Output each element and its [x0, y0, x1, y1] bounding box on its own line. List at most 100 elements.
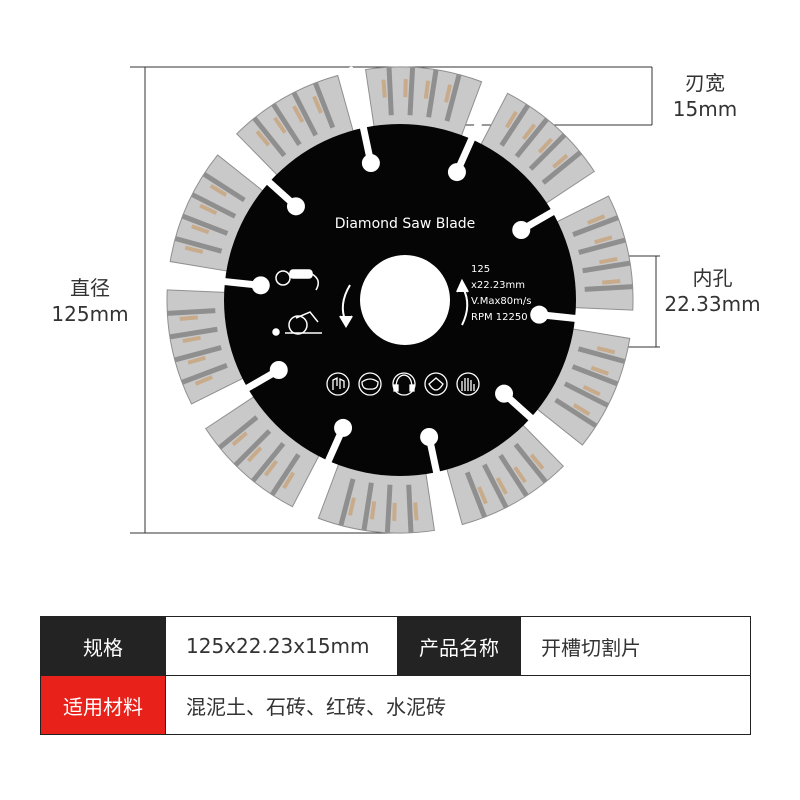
- segment-insert: [246, 446, 263, 463]
- segment-groove: [513, 442, 548, 484]
- segment-groove: [577, 346, 626, 364]
- segment-insert: [255, 130, 271, 147]
- gloves-safety-icon: [326, 372, 350, 396]
- spec-table: 规格 125x22.23x15mm 产品名称 开槽切割片 适用材料 混泥土、石砖…: [40, 616, 751, 735]
- segment-insert: [263, 459, 279, 477]
- segment-insert: [184, 245, 204, 254]
- cooling-hole: [251, 276, 270, 295]
- segment-groove: [181, 363, 228, 385]
- cooling-hole: [447, 163, 466, 182]
- segment-groove: [406, 484, 414, 533]
- rotation-arrow-icon: [456, 278, 469, 326]
- table-row: 适用材料 混泥土、石砖、红砖、水泥砖: [40, 675, 751, 735]
- segment-groove: [499, 103, 531, 147]
- goggles-safety-icon: [358, 372, 382, 396]
- cooling-slots: [162, 66, 638, 534]
- cooling-slot: [535, 311, 638, 329]
- segment-groove: [426, 69, 439, 118]
- segment-groove: [407, 67, 416, 116]
- segment-insert: [423, 80, 431, 99]
- segment-groove: [338, 478, 356, 527]
- segment-groove: [271, 103, 302, 147]
- spec-value: 125x22.23x15mm: [165, 616, 398, 676]
- segment-insert: [273, 116, 287, 134]
- segment-groove: [174, 345, 222, 363]
- cooling-hole: [495, 384, 514, 403]
- mask-safety-icon: [424, 372, 448, 396]
- segment-insert: [381, 79, 387, 98]
- blade-spec-line: V.Max80m/s: [471, 296, 531, 307]
- product-name-header: 产品名称: [397, 616, 521, 676]
- segment-groove: [181, 213, 229, 236]
- blade-spec-line: RPM 12250: [471, 312, 528, 323]
- segment-groove: [554, 397, 598, 428]
- blade-title: Diamond Saw Blade: [335, 216, 476, 232]
- angle-grinder-icon: [275, 269, 319, 291]
- circular-saw-icon: [272, 311, 322, 336]
- diameter-value: 125mm: [51, 302, 129, 326]
- segment-groove: [571, 364, 619, 387]
- segment-groove: [584, 284, 633, 292]
- segment-insert: [179, 315, 198, 321]
- blade-spec-text: 125 x22.23mm V.Max80m/s RPM 12250: [471, 264, 531, 323]
- segment-groove: [582, 260, 631, 274]
- segment-insert: [282, 471, 296, 490]
- bore-label: 内孔: [692, 266, 733, 290]
- segment-insert: [587, 214, 606, 225]
- material-value: 混泥土、石砖、红砖、水泥砖: [165, 675, 751, 735]
- segment-groove: [313, 82, 336, 129]
- table-row: 规格 125x22.23x15mm 产品名称 开槽切割片: [40, 616, 751, 676]
- cooling-slot: [221, 139, 300, 210]
- blade-segments: [166, 66, 634, 534]
- blade-width-value: 15mm: [672, 97, 738, 121]
- segment-insert: [521, 123, 537, 141]
- segment-groove: [202, 172, 246, 203]
- segment-groove: [167, 308, 216, 316]
- segment-insert: [596, 346, 616, 355]
- cooling-slot: [300, 424, 347, 519]
- cooling-slot: [347, 66, 375, 167]
- segment-groove: [444, 73, 462, 122]
- segment-insert: [312, 95, 323, 114]
- segment-insert: [194, 375, 213, 386]
- segment-groove: [169, 326, 218, 340]
- segment-insert: [513, 466, 527, 484]
- rotation-arrow-icon: [339, 284, 353, 328]
- segment-groove: [464, 471, 487, 518]
- segment-insert: [199, 203, 218, 216]
- segment-insert: [590, 365, 609, 376]
- segment-groove: [191, 192, 237, 219]
- segment-insert: [529, 453, 545, 470]
- safety-icons: [326, 372, 480, 396]
- segment-insert: [572, 403, 591, 416]
- cooling-slot: [453, 81, 500, 176]
- segment-groove: [514, 117, 549, 159]
- segment-insert: [602, 279, 621, 285]
- segment-groove: [528, 133, 567, 171]
- cooling-slot: [162, 271, 265, 289]
- material-header: 适用材料: [40, 675, 166, 735]
- cooling-hole: [530, 305, 549, 324]
- blade-width-callout: 刃宽 15mm: [650, 70, 760, 122]
- segment-groove: [291, 91, 318, 137]
- segment-groove: [572, 215, 619, 237]
- cooling-hole: [361, 154, 380, 173]
- cooling-slot: [192, 366, 283, 421]
- cooling-hole: [269, 361, 288, 379]
- bore-callout: 内孔 22.33mm: [655, 265, 770, 317]
- segment-insert: [444, 84, 453, 103]
- segment-insert: [292, 105, 305, 123]
- segment-insert: [537, 137, 554, 154]
- segment-groove: [563, 381, 609, 408]
- segment-groove: [384, 484, 393, 533]
- cooling-slot: [425, 433, 453, 534]
- segment-groove: [252, 116, 287, 158]
- cooling-hole: [420, 427, 439, 446]
- blade-width-label: 刃宽: [685, 71, 725, 95]
- cooling-slot: [500, 390, 579, 461]
- segment-insert: [582, 384, 601, 397]
- cooling-hole: [286, 197, 305, 216]
- ear-protection-icon: [392, 372, 416, 396]
- diameter-callout: 直径 125mm: [35, 275, 145, 327]
- segment-groove: [218, 415, 259, 450]
